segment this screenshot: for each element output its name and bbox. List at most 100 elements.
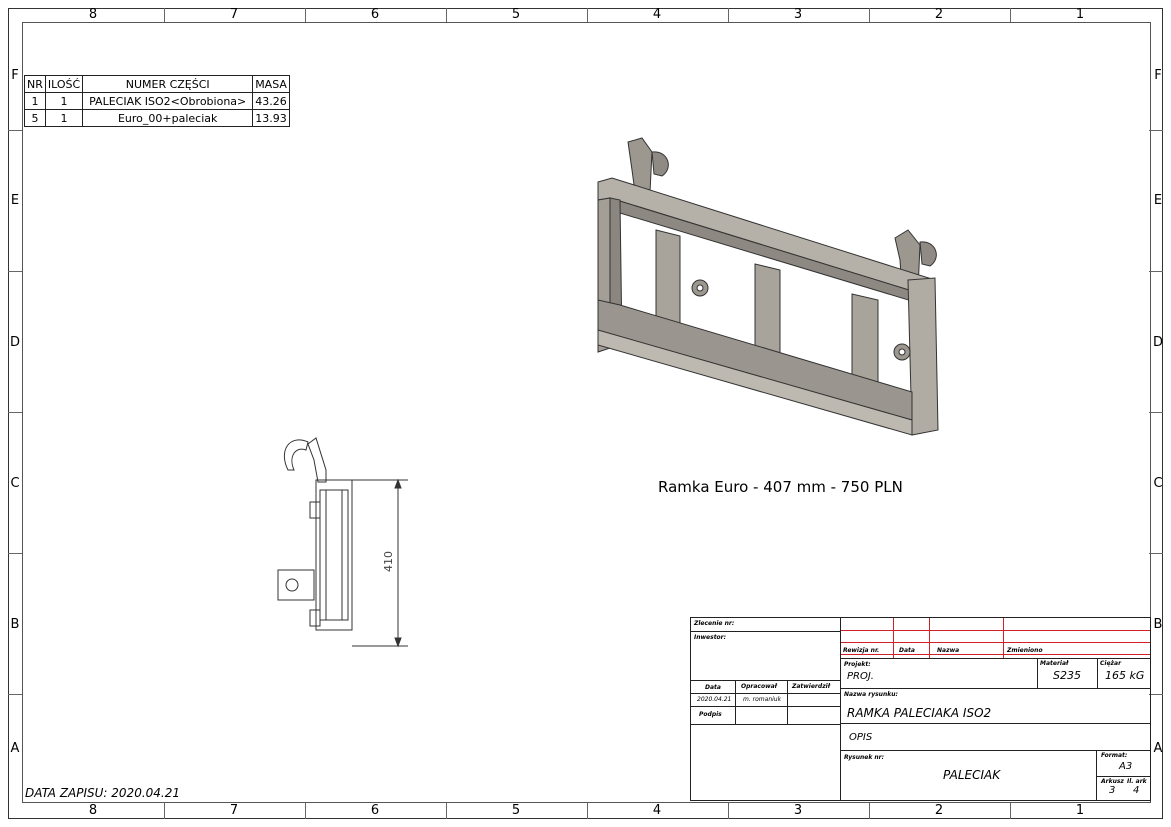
zone-row-e-right: E <box>1153 193 1163 208</box>
zone-tick <box>8 553 22 554</box>
tb-arkusz-value: 3 <box>1109 785 1116 796</box>
tb-line <box>841 750 1150 751</box>
tb-format-label: Format: <box>1101 752 1128 759</box>
bom-cell: 13.93 <box>252 109 290 127</box>
tb-row-date: 2020.04.21 <box>697 696 732 703</box>
zone-row-d-left: D <box>9 335 20 350</box>
tb-material-label: Materiał <box>1040 660 1069 667</box>
zone-col-6-bottom: 6 <box>370 803 380 818</box>
zone-col-7-bottom: 7 <box>229 803 239 818</box>
tb-line <box>691 631 841 632</box>
zone-row-b-right: B <box>1153 617 1163 632</box>
drawing-sheet <box>8 8 1163 819</box>
tb-inwestor: Inwestor: <box>694 634 727 641</box>
zone-tick <box>1149 271 1163 272</box>
tb-il-ark-label: Il. ark <box>1127 778 1147 785</box>
zone-col-1-top: 1 <box>1075 7 1085 22</box>
tb-red-line <box>841 654 1150 655</box>
zone-tick <box>164 8 165 22</box>
zone-tick <box>728 8 729 22</box>
tb-col-data: Data <box>705 684 721 691</box>
tb-line <box>840 618 841 800</box>
tb-arkusz-label: Arkusz <box>1101 778 1124 785</box>
bom-header-qty: ILOŚĆ <box>44 75 84 93</box>
tb-red-line <box>1003 618 1004 658</box>
zone-row-f-left: F <box>11 68 19 83</box>
tb-podpis: Podpis <box>699 711 722 718</box>
tb-line <box>1096 776 1150 777</box>
tb-material-value: S235 <box>1053 669 1081 682</box>
zone-tick <box>1149 412 1163 413</box>
zone-col-3-top: 3 <box>793 7 803 22</box>
tb-rewizja: Rewizja nr. <box>843 647 880 654</box>
bom-header-row: NR ILOŚĆ NUMER CZĘŚCI MASA <box>24 75 290 93</box>
zone-tick <box>164 803 165 819</box>
zone-row-a-left: A <box>10 741 20 756</box>
zone-tick <box>8 130 22 131</box>
zone-col-4-top: 4 <box>652 7 662 22</box>
zone-col-8-top: 8 <box>88 7 98 22</box>
zone-tick <box>8 412 22 413</box>
tb-red-line <box>841 642 1150 643</box>
zone-tick <box>305 8 306 22</box>
tb-line <box>841 658 1150 659</box>
zone-tick <box>8 271 22 272</box>
tb-line <box>691 680 841 681</box>
zone-row-c-left: C <box>10 476 20 491</box>
table-row: 5 1 Euro_00+paleciak 13.93 <box>24 109 290 127</box>
bom-cell: 1 <box>24 92 46 110</box>
tb-line <box>691 693 841 694</box>
tb-line <box>1037 658 1038 688</box>
zone-row-a-right: A <box>1153 741 1163 756</box>
tb-line <box>691 706 841 707</box>
tb-line <box>735 680 736 724</box>
tb-row-author: m. romaniuk <box>743 696 782 703</box>
tb-nazwa-rys-value: RAMKA PALECIAKA ISO2 <box>847 706 992 720</box>
tb-format-value: A3 <box>1119 761 1133 772</box>
bom-cell: 1 <box>44 92 84 110</box>
tb-col-opracowal: Opracował <box>741 683 777 690</box>
tb-line <box>1097 658 1098 688</box>
zone-col-2-top: 2 <box>934 7 944 22</box>
tb-opis: OPIS <box>849 732 873 743</box>
tb-rys-nr-value: PALECIAK <box>943 768 1001 782</box>
bom-cell: 43.26 <box>252 92 290 110</box>
tb-nazwa-rys-label: Nazwa rysunku: <box>844 691 898 698</box>
bom-cell: Euro_00+paleciak <box>82 109 254 127</box>
save-date: DATA ZAPISU: 2020.04.21 <box>25 786 180 800</box>
table-row: 1 1 PALECIAK ISO2<Obrobiona> 43.26 <box>24 92 290 110</box>
zone-tick <box>305 803 306 819</box>
bom-cell: 5 <box>24 109 46 127</box>
tb-line <box>1096 750 1097 800</box>
tb-col-zatwierdzil: Zatwierdził <box>792 683 830 690</box>
zone-tick <box>1149 694 1163 695</box>
tb-ciezar-label: Ciężar <box>1100 660 1122 667</box>
zone-tick <box>1010 8 1011 22</box>
price-note: Ramka Euro - 407 mm - 750 PLN <box>658 478 903 496</box>
tb-zlecenie: Zlecenie nr: <box>694 620 735 627</box>
zone-col-6-top: 6 <box>370 7 380 22</box>
title-block: Zlecenie nr: Inwestor: Data Opracował Za… <box>690 617 1151 801</box>
zone-tick <box>1010 803 1011 819</box>
tb-red-line <box>929 618 930 658</box>
bom-header-nr: NR <box>24 75 46 93</box>
zone-col-1-bottom: 1 <box>1075 803 1085 818</box>
zone-col-5-top: 5 <box>511 7 521 22</box>
bom-header-part: NUMER CZĘŚCI <box>82 75 254 93</box>
zone-col-8-bottom: 8 <box>88 803 98 818</box>
zone-row-d-right: D <box>1152 335 1163 350</box>
side-view <box>277 437 408 648</box>
zone-row-b-left: B <box>10 617 20 632</box>
zone-row-f-right: F <box>1154 68 1162 83</box>
tb-nazwa: Nazwa <box>937 647 960 654</box>
zone-row-c-right: C <box>1153 476 1163 491</box>
tb-line <box>841 723 1150 724</box>
tb-ciezar-value: 165 kG <box>1105 669 1145 682</box>
tb-zmieniono: Zmieniono <box>1007 647 1043 654</box>
zone-col-4-bottom: 4 <box>652 803 662 818</box>
bom-cell: PALECIAK ISO2<Obrobiona> <box>82 92 254 110</box>
zone-tick <box>587 8 588 22</box>
tb-projekt-label: Projekt: <box>844 661 871 668</box>
tb-red-line <box>841 630 1150 631</box>
tb-line <box>787 680 788 724</box>
